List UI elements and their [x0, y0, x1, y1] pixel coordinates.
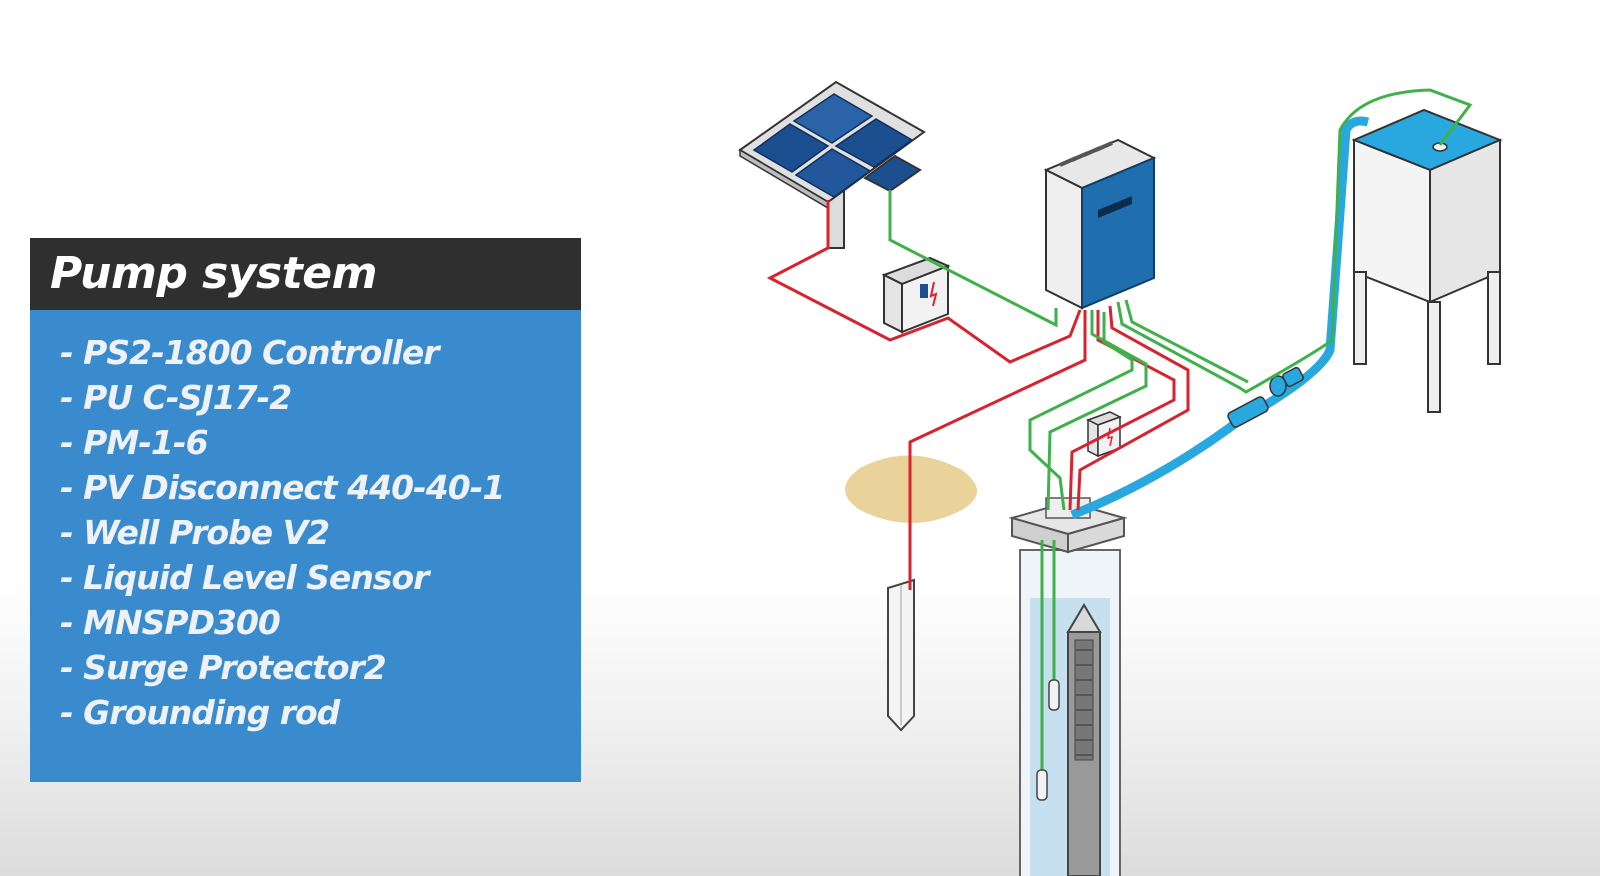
list-item: - PU C-SJ17-2: [60, 378, 292, 417]
submersible-pump-icon: [1066, 603, 1102, 876]
list-item: - PM-1-6: [60, 423, 209, 462]
signal-wires: [888, 88, 1473, 511]
tank-icon: [1351, 108, 1503, 413]
list-item: - PV Disconnect 440-40-1: [60, 468, 505, 507]
panel-title: Pump system: [50, 248, 377, 299]
controller-icon: [1043, 138, 1157, 310]
component-list: - PS2-1800 Controller - PU C-SJ17-2 - PM…: [60, 330, 505, 735]
grounding-rod-icon: [887, 578, 915, 732]
pump-system-diagram: [738, 80, 1503, 876]
list-item: - Grounding rod: [60, 693, 340, 732]
water-pipe: [1070, 116, 1370, 520]
list-item: - PS2-1800 Controller: [60, 333, 440, 372]
list-item: - Well Probe V2: [60, 513, 330, 552]
pv-disconnect-icon: [881, 256, 951, 334]
surge-protector-icon: [1086, 411, 1122, 458]
list-item: - Liquid Level Sensor: [60, 558, 429, 597]
list-item: - MNSPD300: [60, 603, 281, 642]
panel-header: Pump system: [30, 238, 581, 310]
flow-meter-icon: [1227, 366, 1304, 428]
list-item: - Surge Protector2: [60, 648, 387, 687]
pump-system-panel: Pump system - PS2-1800 Controller - PU C…: [30, 238, 581, 782]
power-wires: [766, 200, 1190, 590]
solar-panel-icon: [738, 80, 926, 249]
well-probe-icon: [1036, 540, 1060, 801]
